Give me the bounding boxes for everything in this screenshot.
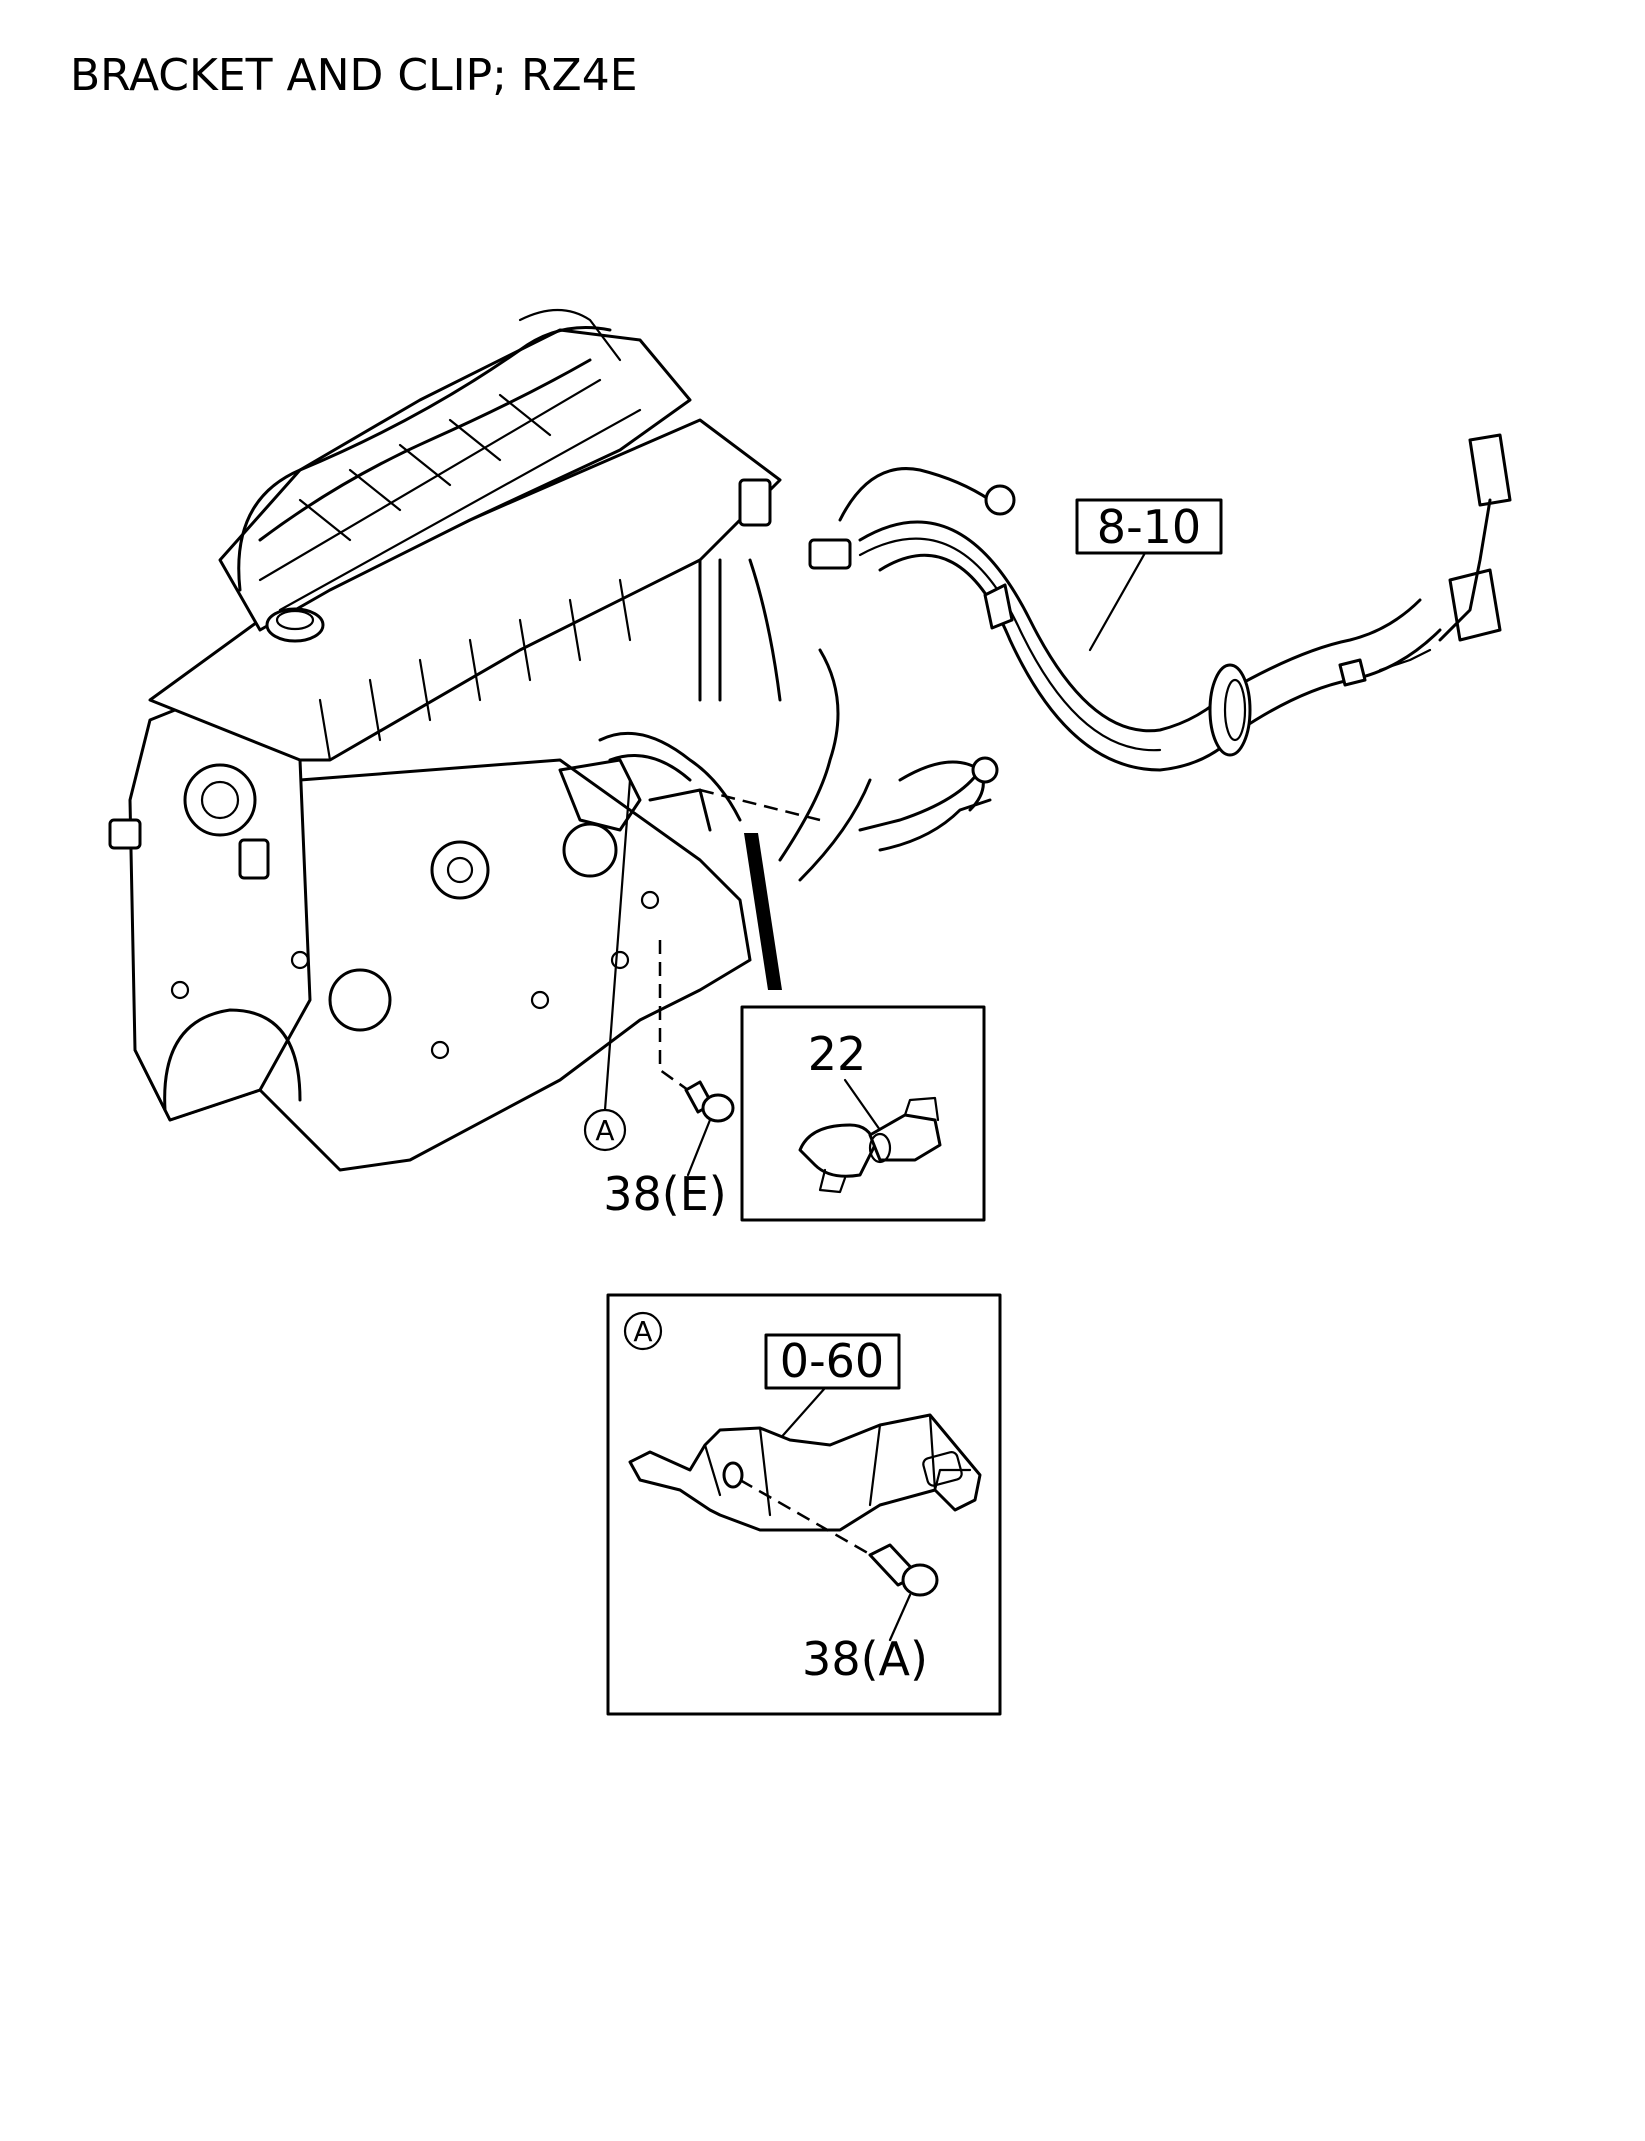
harness-callout: 8-10 [1075, 498, 1223, 652]
harness-assembly [838, 433, 1512, 772]
harness-ref-label: 8-10 [1097, 500, 1201, 554]
engine-illustration [108, 309, 999, 1172]
bracket-ref-label: 0-60 [780, 1334, 884, 1388]
detail-a-box: A 0-60 38(A) [606, 1293, 1002, 1716]
detail-marker-label: A [633, 1315, 652, 1348]
bolt-38e: 38(E) [603, 1080, 735, 1221]
bolt-38e-label: 38(E) [603, 1167, 727, 1221]
bolt-38a-label: 38(A) [802, 1632, 928, 1686]
clip-part-label: 22 [808, 1027, 867, 1081]
page-title: BRACKET AND CLIP; RZ4E [70, 50, 638, 101]
clip-22-detail: 22 [740, 1005, 986, 1222]
view-marker-label: A [595, 1114, 614, 1147]
view-marker-a: A [583, 1108, 627, 1152]
